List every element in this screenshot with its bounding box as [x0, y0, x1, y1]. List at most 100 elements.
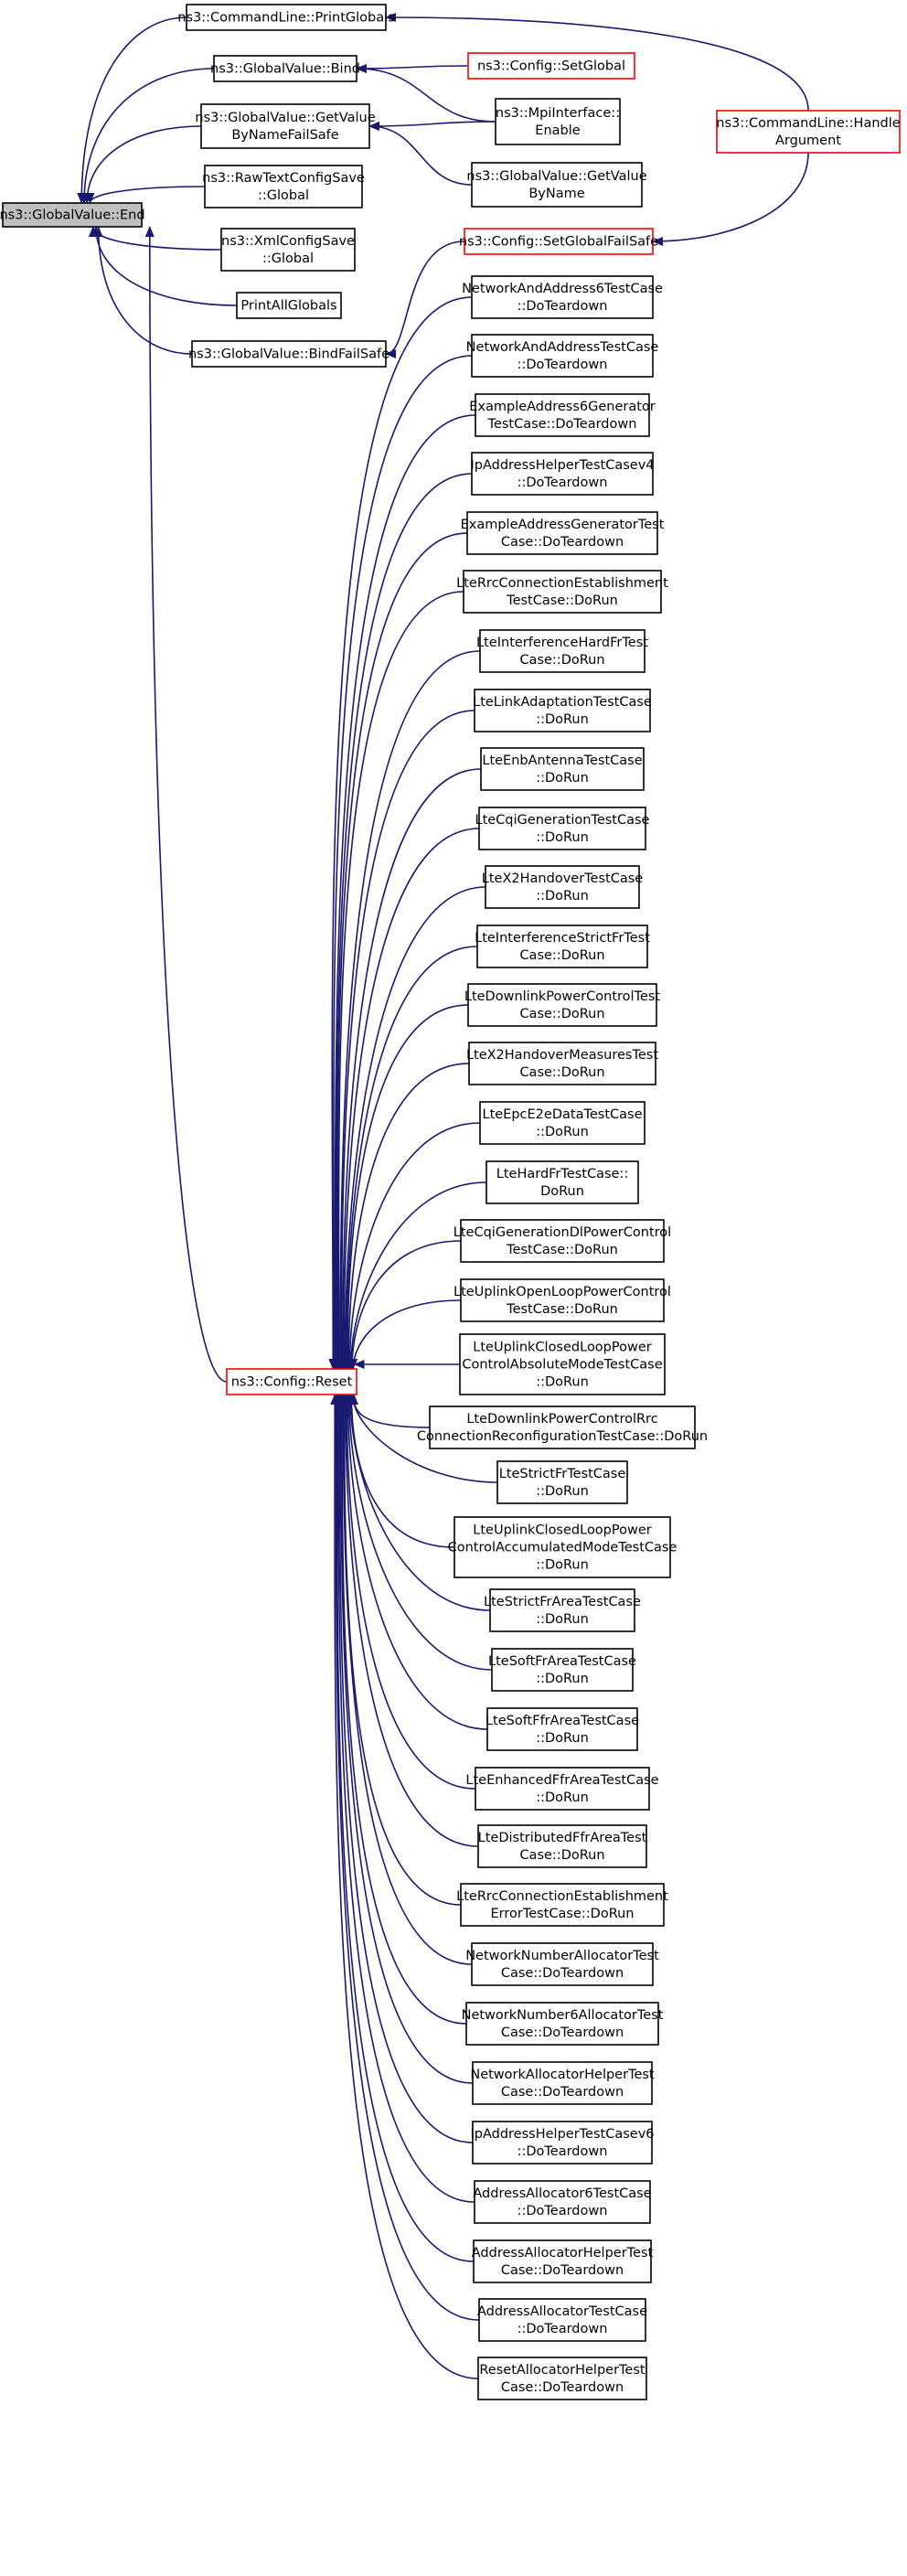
- node-c1[interactable]: NetworkAndAddress6TestCase::DoTeardown: [462, 275, 663, 319]
- edge-path: [342, 1004, 469, 1370]
- edge-c35-to-configreset: [331, 1394, 480, 2321]
- node-c15[interactable]: LteEpcE2eDataTestCase::DoRun: [479, 1101, 646, 1145]
- node-label: ns3::CommandLine::PrintGlobals: [177, 11, 394, 26]
- edge-getvaluebyname-to-getvaluefailsafe: [368, 122, 473, 186]
- node-label: ns3::Config::SetGlobalFailSafe: [459, 235, 658, 250]
- node-box: [220, 228, 356, 272]
- node-c26[interactable]: LteEnhancedFfrAreaTestCase::DoRun: [465, 1767, 659, 1811]
- node-label: LteDistributedFfrAreaTest: [478, 1831, 647, 1845]
- node-label: ControlAccumulatedModeTestCase: [448, 1541, 678, 1555]
- node-c19[interactable]: LteUplinkClosedLoopPowerControlAbsoluteM…: [459, 1333, 666, 1395]
- node-c9[interactable]: LteEnbAntennaTestCase::DoRun: [480, 747, 645, 791]
- node-configsetglobal[interactable]: ns3::Config::SetGlobal: [467, 52, 635, 80]
- edge-xmlconfig-to-end: [88, 226, 222, 251]
- node-c23[interactable]: LteStrictFrAreaTestCase::DoRun: [484, 1588, 641, 1632]
- node-rawtext[interactable]: ns3::RawTextConfigSave::Global: [202, 165, 365, 208]
- node-label: ::DoRun: [536, 1558, 589, 1573]
- node-c6[interactable]: LteRrcConnectionEstablishmentTestCase::D…: [456, 570, 668, 614]
- node-c2[interactable]: NetworkAndAddressTestCase::DoTeardown: [466, 334, 659, 378]
- node-c10[interactable]: LteCqiGenerationTestCase::DoRun: [475, 807, 650, 850]
- node-c35[interactable]: AddressAllocatorTestCase::DoTeardown: [477, 2298, 647, 2342]
- edge-c17-to-configreset: [347, 1240, 462, 1370]
- node-c30[interactable]: NetworkNumber6AllocatorTestCase::DoTeard…: [462, 2002, 664, 2046]
- node-c34[interactable]: AddressAllocatorHelperTestCase::DoTeardo…: [472, 2239, 654, 2283]
- node-printglobals[interactable]: ns3::CommandLine::PrintGlobals: [177, 4, 395, 31]
- edge-c24-to-configreset: [344, 1394, 493, 1671]
- node-mpiinterface[interactable]: ns3::MpiInterface::Enable: [495, 98, 621, 145]
- node-box: [454, 1516, 671, 1578]
- node-box: [475, 1767, 650, 1811]
- node-bind[interactable]: ns3::GlobalValue::Bind: [210, 55, 360, 82]
- edge-path: [330, 414, 476, 1370]
- node-label: ExampleAddress6Generator: [469, 400, 656, 414]
- node-label: ::DoTeardown: [518, 2204, 608, 2218]
- node-xmlconfig[interactable]: ns3::XmlConfigSave::Global: [220, 228, 356, 272]
- node-configreset[interactable]: ns3::Config::Reset: [226, 1368, 357, 1395]
- node-c8[interactable]: LteLinkAdaptationTestCase::DoRun: [473, 689, 652, 732]
- node-bindfailsafe[interactable]: ns3::GlobalValue::BindFailSafe: [188, 340, 389, 368]
- node-end[interactable]: ns3::GlobalValue::End: [0, 202, 145, 228]
- node-label: Case::DoTeardown: [501, 2026, 624, 2040]
- edge-path: [333, 532, 468, 1370]
- node-c18[interactable]: LteUplinkOpenLoopPowerControlTestCase::D…: [454, 1278, 671, 1322]
- node-c11[interactable]: LteX2HandoverTestCase::DoRun: [482, 865, 643, 909]
- node-c4[interactable]: IpAddressHelperTestCasev4::DoTeardown: [470, 452, 655, 496]
- node-label: LteInterferenceHardFrTest: [476, 636, 648, 650]
- node-label: LteHardFrTestCase::: [496, 1167, 628, 1181]
- node-label: TestCase::DoRun: [506, 593, 618, 608]
- node-label: LteCqiGenerationTestCase: [475, 813, 650, 828]
- node-box: [477, 2357, 647, 2400]
- node-c29[interactable]: NetworkNumberAllocatorTestCase::DoTeardo…: [465, 1942, 659, 1986]
- edge-path: [80, 68, 215, 204]
- node-c16[interactable]: LteHardFrTestCase::DoRun: [486, 1160, 639, 1204]
- edge-path: [340, 1394, 479, 1847]
- node-label: ::DoTeardown: [518, 299, 608, 314]
- edge-path: [339, 1394, 462, 1906]
- node-c22[interactable]: LteUplinkClosedLoopPowerControlAccumulat…: [448, 1516, 678, 1578]
- node-c5[interactable]: ExampleAddressGeneratorTestCase::DoTeard…: [461, 511, 665, 555]
- edge-c21-to-configreset: [347, 1394, 498, 1483]
- node-label: Case::DoRun: [519, 653, 604, 668]
- node-c25[interactable]: LteSoftFfrAreaTestCase::DoRun: [486, 1707, 639, 1751]
- node-label: Case::DoRun: [519, 1007, 604, 1021]
- node-label: ::DoRun: [536, 1375, 589, 1390]
- node-box: [474, 689, 651, 732]
- node-c33[interactable]: AddressAllocator6TestCase::DoTeardown: [473, 2180, 652, 2224]
- node-c24[interactable]: LteSoftFrAreaTestCase::DoRun: [488, 1648, 636, 1692]
- edge-path: [334, 1394, 475, 2203]
- edge-path: [331, 1394, 480, 2321]
- node-box: [476, 925, 648, 968]
- node-c20[interactable]: LteDownlinkPowerControlRrcConnectionReco…: [417, 1406, 708, 1449]
- node-label: IpAddressHelperTestCasev4: [470, 458, 654, 473]
- node-label: Case::DoTeardown: [501, 2380, 624, 2395]
- edge-c28-to-configreset: [339, 1394, 462, 1906]
- node-label: TestCase::DoTeardown: [487, 417, 637, 432]
- node-setglobalfailsafe[interactable]: ns3::Config::SetGlobalFailSafe: [459, 228, 658, 255]
- node-c32[interactable]: IpAddressHelperTestCasev6::DoTeardown: [470, 2121, 655, 2164]
- node-label: ns3::GlobalValue::Bind: [210, 62, 360, 77]
- node-printallglobals[interactable]: PrintAllGlobals: [236, 292, 342, 319]
- node-label: ByName: [528, 187, 584, 201]
- node-box: [489, 1588, 635, 1632]
- node-box: [213, 55, 357, 82]
- node-c3[interactable]: ExampleAddress6GeneratorTestCase::DoTear…: [469, 393, 656, 437]
- edge-c31-to-configreset: [336, 1394, 474, 2084]
- node-c31[interactable]: NetworkAllocatorHelperTestCase::DoTeardo…: [470, 2061, 655, 2105]
- node-label: ::DoRun: [536, 712, 589, 727]
- node-c17[interactable]: LteCqiGenerationDlPowerControlTestCase::…: [454, 1219, 671, 1263]
- node-label: LteSoftFrAreaTestCase: [488, 1654, 636, 1669]
- node-c21[interactable]: LteStrictFrTestCase::DoRun: [496, 1460, 628, 1504]
- node-c28[interactable]: LteRrcConnectionEstablishmentErrorTestCa…: [456, 1883, 668, 1927]
- node-label: ConnectionReconfigurationTestCase::DoRun: [417, 1429, 708, 1444]
- node-label: Enable: [535, 123, 580, 138]
- node-label: DoRun: [540, 1184, 584, 1199]
